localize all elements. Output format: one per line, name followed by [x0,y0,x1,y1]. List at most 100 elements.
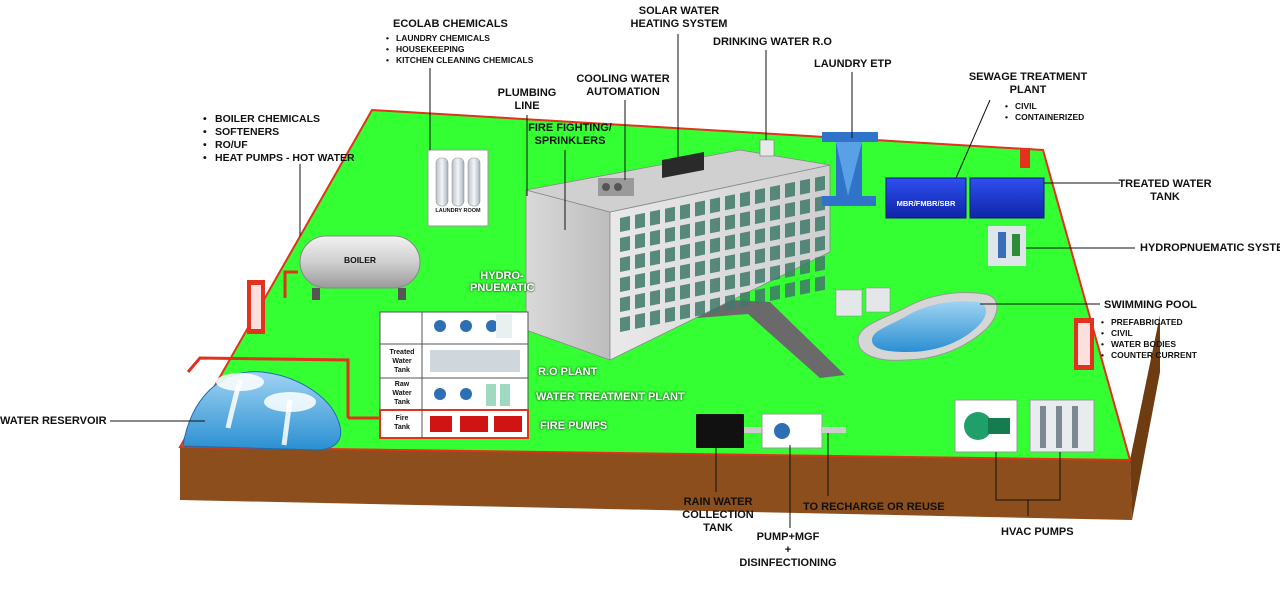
treatment-panel [379,311,529,439]
building-window [650,209,660,226]
building-window [650,289,660,306]
pool-title: SWIMMING POOL [1104,299,1197,311]
building-window [800,218,810,235]
hvac-pumps [954,399,1095,453]
fire-line2: SPRINKLERS [534,135,606,147]
pool-list: PREFABRICATED CIVIL WATER BODIES COUNTER… [1101,317,1197,361]
building-window [755,208,765,225]
building-window [620,316,630,332]
building-window [770,205,780,221]
building-window [770,245,780,261]
raw-tag-line: Water [392,390,412,397]
wtp-label: WATER TREATMENT PLANT [536,391,685,403]
treated-tank-tag: Treated Water Tank [382,348,422,375]
building-window [800,278,810,295]
cooling-line2: AUTOMATION [586,86,660,98]
building-window [815,175,825,192]
building-window [635,252,645,269]
building-window [710,257,720,274]
ro-plant-label: R.O PLANT [538,366,598,378]
rain-line1: RAIN WATER [683,496,753,508]
treated-line1: TREATED WATER [1118,178,1212,190]
sewage-line1: SEWAGE TREATMENT [968,71,1088,83]
rain-water-system [696,413,846,449]
building-window [785,201,795,218]
building-window [665,246,675,263]
swimming-pool [835,287,998,361]
sewage-tanks [885,177,1045,219]
building-window [650,309,660,326]
sewage-list: CIVIL CONTAINERIZED [1005,101,1084,123]
building-window [680,263,690,280]
plumbing-label: PLUMBING LINE [496,87,558,113]
building-window [665,266,675,283]
building-window [725,254,735,271]
building-window [620,256,630,272]
rain-line2: COLLECTION [682,509,754,521]
hydro-system-label: HYDROPNUEMATIC SYSTEM [1140,242,1280,254]
boiler-tag: BOILER [343,255,377,265]
boiler-item: SOFTENERS [203,126,355,139]
rain-water-label: RAIN WATER COLLECTION TANK [672,496,764,535]
drinking-ro-label: DRINKING WATER R.O [713,36,832,48]
pump-mgf-label: PUMP+MGF + DISINFECTIONING [735,531,841,570]
pool-item: CIVIL [1101,328,1197,339]
building-window [650,269,660,286]
building-window [815,235,825,252]
water-reservoir [182,371,342,451]
building-window [620,216,630,232]
fire-tag-line: Fire [395,415,409,422]
building-window [755,248,765,265]
cooling-line1: COOLING WATER [576,73,670,85]
laundry-room [427,149,489,227]
building-window [695,200,705,217]
building-window [650,229,660,246]
building-window [695,280,705,297]
building-window [755,288,765,305]
ecolab-item: KITCHEN CLEANING CHEMICALS [386,55,533,66]
building-window [635,212,645,229]
building-window [800,258,810,275]
fire-fighting-label: FIRE FIGHTING/ SPRINKLERS [524,122,616,148]
solar-line2: HEATING SYSTEM [630,18,728,30]
building-window [725,274,735,291]
building-window [635,292,645,309]
pool-item: PREFABRICATED [1101,317,1197,328]
boiler-list: BOILER CHEMICALS SOFTENERS RO/UF HEAT PU… [203,113,355,165]
raw-tag-line: Raw [394,381,410,388]
building-window [740,271,750,288]
fire-tank-tag: Fire Tank [382,414,422,432]
building-window [800,178,810,195]
treated-line2: TANK [1150,191,1180,203]
treated-water-label: TREATED WATER TANK [1108,178,1222,204]
sewage-label: SEWAGE TREATMENT PLANT [968,71,1088,97]
hydro-green-line1: HYDRO- [480,270,524,282]
pump-line3: DISINFECTIONING [739,557,837,569]
treated-tag-line: Water [392,358,412,365]
treated-tag-line: Tank [394,367,410,374]
building-window [680,203,690,220]
sewage-line2: PLANT [1009,84,1047,96]
sewage-item: CONTAINERIZED [1005,112,1084,123]
building-window [770,285,780,301]
building-window [710,217,720,234]
raw-tank-tag: Raw Water Tank [382,380,422,407]
building-window [710,297,720,314]
hydro-green-line2: PNUEMATIC [470,282,535,294]
laundry-room-tag: LAUNDRY ROOM [435,208,481,214]
building-window [725,234,735,251]
laundry-etp [822,132,878,206]
laundry-etp-label: LAUNDRY ETP [814,58,892,70]
building-window [695,260,705,277]
building-window [680,223,690,240]
building-window [710,277,720,294]
fire-line1: FIRE FIGHTING/ [528,122,612,134]
building-window [620,236,630,252]
raw-tag-line: Tank [394,399,410,406]
soil-right [1130,315,1160,520]
cooling-label: COOLING WATER AUTOMATION [568,73,678,99]
building-window [695,240,705,257]
building-window [815,215,825,232]
hvac-label: HVAC PUMPS [1001,526,1074,538]
